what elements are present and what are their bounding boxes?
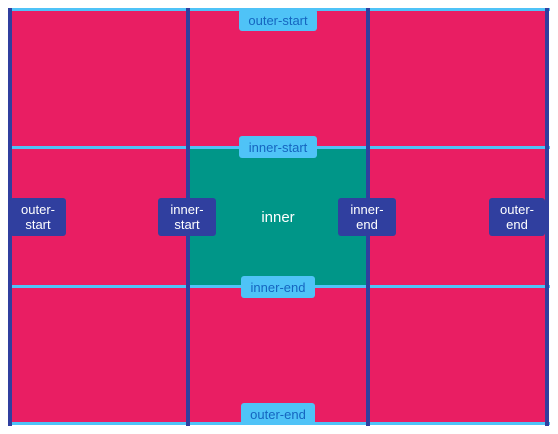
grid-cell-top-center bbox=[188, 10, 368, 148]
row-tag-inner-end: inner-end bbox=[241, 276, 315, 298]
row-tag-outer-start: outer-start bbox=[239, 9, 317, 31]
row-tag-outer-end: outer-end bbox=[241, 403, 315, 425]
inner-area-label: inner bbox=[261, 208, 295, 226]
column-line-outer-end bbox=[545, 8, 549, 426]
column-tag-outer-start: outer-start bbox=[10, 198, 66, 236]
grid-cell-bottom-left bbox=[10, 286, 188, 424]
grid-cell-bottom-center bbox=[188, 286, 368, 424]
column-tag-outer-start-text: outer-start bbox=[21, 202, 55, 232]
column-tag-inner-end-text: inner-end bbox=[350, 202, 384, 232]
column-tag-outer-end-text: outer-end bbox=[500, 202, 534, 232]
grid-cell-bottom-right bbox=[368, 286, 546, 424]
column-tag-inner-end: inner-end bbox=[338, 198, 396, 236]
row-tag-inner-start: inner-start bbox=[239, 136, 317, 158]
grid-cell-top-right bbox=[368, 10, 546, 148]
column-tag-inner-start-text: inner-start bbox=[170, 202, 204, 232]
column-tag-outer-end: outer-end bbox=[489, 198, 545, 236]
column-tag-inner-start: inner-start bbox=[158, 198, 216, 236]
grid-cell-top-left bbox=[10, 10, 188, 148]
